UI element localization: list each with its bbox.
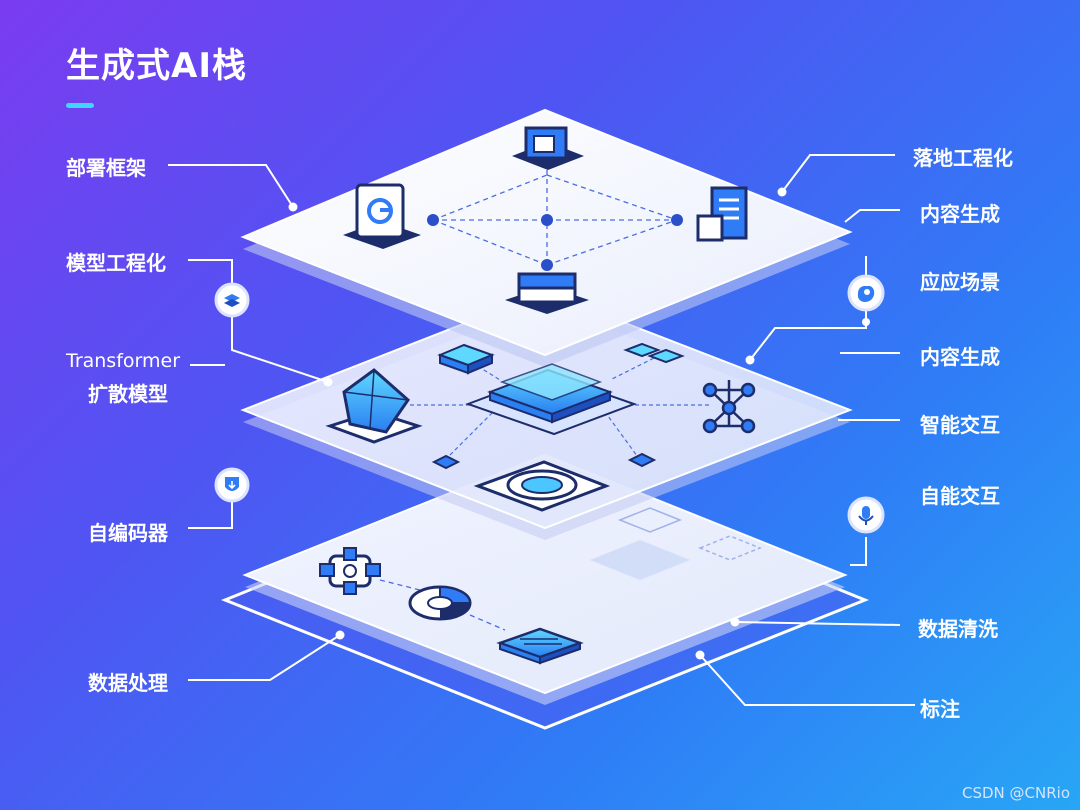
watermark: CSDN @CNRio (962, 784, 1070, 802)
layers-badge-icon (216, 284, 248, 316)
pie-chart-icon (410, 587, 470, 619)
shield-badge-icon (216, 469, 248, 501)
label-transformer: Transformer (66, 350, 180, 372)
label-deploy-framework: 部署框架 (66, 152, 146, 181)
label-annotation: 标注 (920, 693, 960, 722)
label-intelligent-interaction: 智能交互 (920, 409, 1000, 438)
label-autoencoder: 自编码器 (88, 517, 168, 546)
label-self-interaction: 自能交互 (920, 480, 1000, 509)
label-diffusion-model: 扩散模型 (88, 378, 168, 407)
label-landing-engineering: 落地工程化 (913, 142, 1013, 171)
label-data-processing: 数据处理 (88, 667, 168, 696)
label-content-generation-1: 内容生成 (920, 198, 1000, 227)
mic-badge-icon (849, 498, 883, 532)
label-data-cleaning: 数据清洗 (918, 613, 998, 642)
label-model-engineering: 模型工程化 (66, 247, 166, 276)
label-content-generation-2: 内容生成 (920, 341, 1000, 370)
hand-badge-icon (849, 276, 883, 310)
label-application-scenario: 应应场景 (920, 266, 1000, 295)
